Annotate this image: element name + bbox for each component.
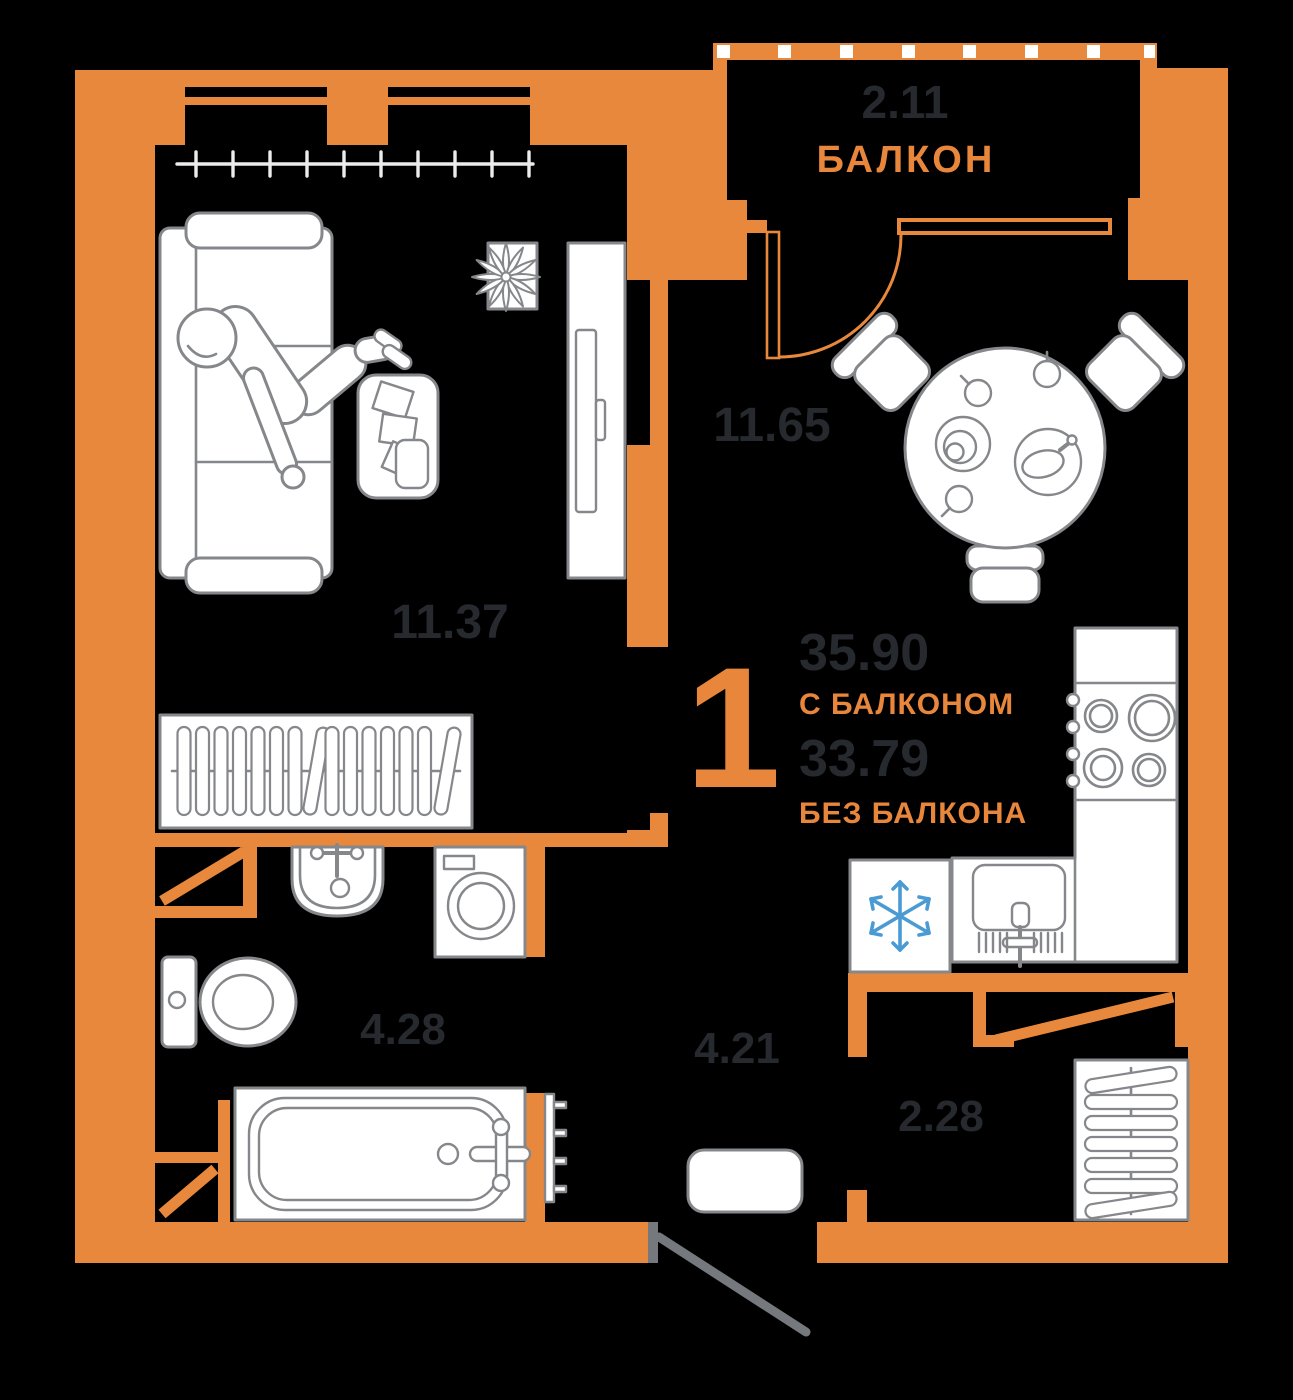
area-without-balcony-label: БЕЗ БАЛКОНА — [799, 797, 1027, 830]
balcony-area-label: 2.11 — [862, 76, 949, 128]
storage-door — [994, 991, 1175, 1046]
wall-bottom-right — [817, 1222, 1228, 1263]
wall-partition — [650, 280, 668, 445]
kitchen-counter — [950, 626, 1179, 968]
entry-door — [654, 1232, 811, 1337]
wall-bottom-left — [75, 1222, 648, 1263]
remote — [394, 438, 430, 490]
tv-unit — [566, 241, 627, 580]
balcony-railing — [713, 43, 1157, 60]
bathroom-sink — [290, 843, 385, 918]
kitchen-window — [897, 218, 1112, 235]
area-without-balcony-value: 33.79 — [799, 730, 929, 788]
area-with-balcony-value: 35.90 — [799, 624, 929, 682]
stove — [1082, 693, 1177, 789]
area-with-balcony-label: С БАЛКОНОМ — [799, 688, 1014, 721]
bathtub — [233, 1086, 532, 1222]
entry-door-jamb — [648, 1222, 658, 1263]
toilet — [160, 955, 298, 1049]
balcony-name-label: БАЛКОН — [817, 139, 996, 181]
wall-left — [75, 70, 155, 1263]
curtain — [175, 150, 535, 178]
cup — [1032, 359, 1062, 389]
wall-bathroom-top — [140, 833, 668, 847]
wardrobe — [158, 713, 474, 830]
cup — [944, 484, 974, 514]
cup — [963, 378, 993, 408]
fridge — [848, 858, 952, 974]
kitchen-living-area-label: 11.65 — [713, 399, 830, 452]
window-glass-line — [185, 97, 327, 105]
balcony-railing-posts — [717, 45, 1155, 58]
coffee-table — [356, 373, 440, 500]
dining-chairs — [830, 311, 1186, 604]
storage-shelf — [1073, 1058, 1190, 1222]
dining-table — [903, 346, 1107, 550]
rooms-count-label: 1 — [685, 632, 781, 824]
person — [176, 305, 413, 490]
walls — [75, 43, 1228, 1263]
towel-radiator — [543, 1092, 568, 1204]
wall-right — [1188, 280, 1228, 1263]
entry-mat — [686, 1148, 804, 1214]
snowflake-icon — [869, 880, 931, 952]
kitchen-sink — [971, 863, 1067, 968]
window-glass-line — [388, 97, 530, 105]
storage-area-label: 2.28 — [898, 1092, 984, 1141]
hallway-area-label: 4.21 — [694, 1024, 780, 1073]
person-head — [176, 307, 238, 369]
living-room-area-label: 11.37 — [391, 596, 508, 649]
balcony-door — [765, 230, 903, 360]
tv-screen — [574, 328, 598, 514]
washing-machine — [433, 845, 527, 959]
bathroom-area-label: 4.28 — [360, 1005, 446, 1054]
plant-icon — [471, 241, 541, 312]
